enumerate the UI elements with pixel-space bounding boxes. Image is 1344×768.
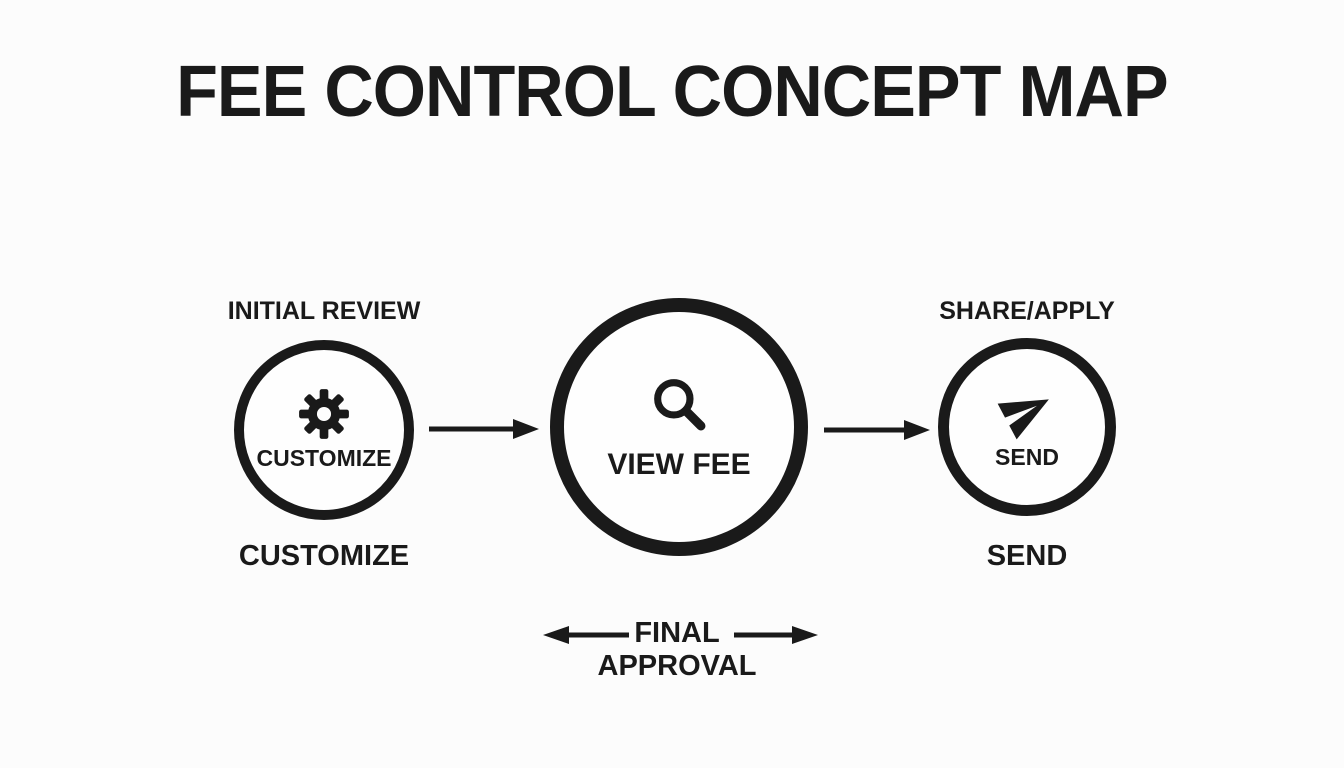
label-share-apply: SHARE/APPLY [939, 297, 1115, 325]
page-title: FEE CONTROL CONCEPT MAP [0, 56, 1344, 128]
arrow-left-icon [543, 626, 629, 644]
gear-icon [299, 389, 349, 439]
final-approval-line1: FINAL [634, 617, 720, 649]
connector-customize-to-viewfee [427, 412, 541, 446]
final-approval-right-arrow [734, 622, 820, 648]
paper-plane-icon [997, 398, 1049, 439]
final-approval-left-arrow [541, 622, 631, 648]
node-customize-label: CUSTOMIZE [256, 445, 392, 471]
node-send-label: SEND [995, 443, 1059, 470]
magnifier-icon [654, 378, 706, 430]
final-approval-label: FINAL APPROVAL [577, 617, 777, 683]
label-initial-review: INITIAL REVIEW [227, 297, 421, 325]
page-title-text: FEE CONTROL CONCEPT MAP [176, 52, 1168, 132]
node-send: SEND [938, 338, 1116, 516]
arrow-right-icon [824, 420, 930, 440]
label-send-below: SEND [986, 540, 1068, 572]
node-customize: CUSTOMIZE [234, 340, 414, 520]
arrow-right-icon [734, 626, 818, 644]
node-view-fee: VIEW FEE [550, 298, 808, 556]
node-view-fee-label: VIEW FEE [607, 447, 751, 481]
connector-viewfee-to-send [822, 413, 932, 447]
label-customize-below: CUSTOMIZE [238, 540, 410, 572]
arrow-right-icon [429, 419, 539, 439]
final-approval-line2: APPROVAL [597, 650, 757, 682]
